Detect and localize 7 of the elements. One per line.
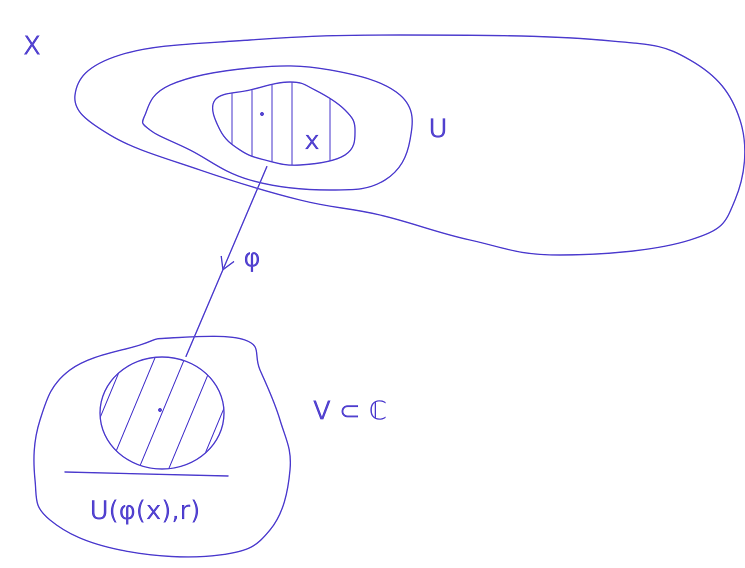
hatched-disk: U(φ(x),r)	[64, 356, 229, 525]
node-label: V ⊂ ℂ	[313, 400, 386, 420]
edge-label: φ	[244, 252, 260, 272]
node-label: U(φ(x),r)	[92, 499, 198, 525]
node-label: X	[24, 36, 40, 54]
node-label: U	[430, 118, 446, 138]
hatched-region: x	[212, 81, 356, 166]
